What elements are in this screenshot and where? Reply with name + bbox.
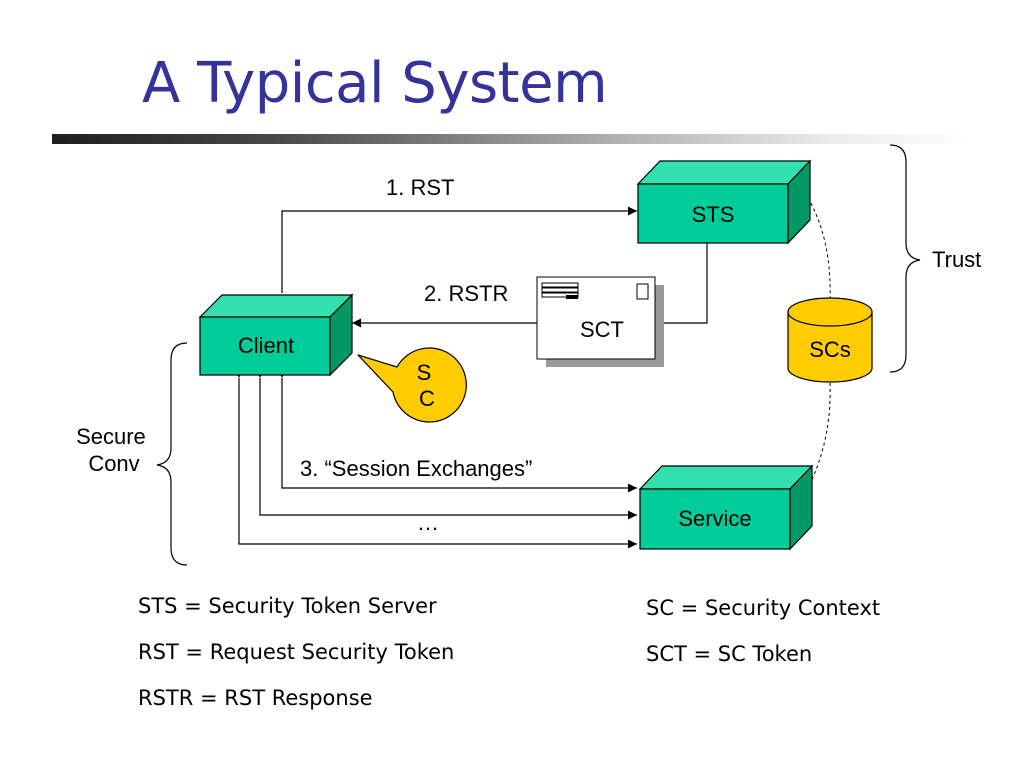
legend-sc: SC = Security Context — [646, 596, 881, 620]
sc-callout-line-1: S — [417, 360, 432, 385]
client-box: Client — [198, 293, 354, 377]
rstr-arrow — [352, 243, 708, 328]
scs-label: SCs — [809, 337, 851, 362]
sc-callout: S C — [357, 347, 467, 423]
page-title: A Typical System — [142, 51, 608, 116]
title-divider — [52, 134, 972, 144]
sts-scs-dashed-link — [807, 197, 831, 301]
envelope-stamp-icon — [636, 283, 649, 300]
legend-rstr: RSTR = RST Response — [138, 686, 373, 710]
legend-sts: STS = Security Token Server — [138, 594, 437, 618]
sts-box: STS — [636, 159, 812, 245]
secure-conv-line-2: Conv — [88, 451, 139, 476]
secure-conv-label: Secure Conv — [76, 424, 152, 476]
service-label: Service — [678, 506, 751, 531]
client-label: Client — [238, 333, 294, 358]
scs-cylinder: SCs — [787, 297, 873, 383]
sc-callout-label: S C — [417, 360, 438, 411]
legend-sct: SCT = SC Token — [646, 642, 813, 666]
secure-conv-brace — [156, 342, 188, 566]
trust-label: Trust — [932, 247, 981, 272]
session-arrow-3 — [234, 369, 637, 549]
sts-label: STS — [692, 202, 735, 227]
rst-label: 1. RST — [386, 175, 454, 200]
ellipsis-label: … — [417, 510, 439, 535]
rstr-label: 2. RSTR — [424, 281, 508, 306]
envelope-address-lines — [541, 282, 579, 299]
service-box: Service — [638, 464, 814, 551]
secure-conv-line-1: Secure — [76, 424, 146, 449]
scs-service-dashed-link — [807, 382, 831, 489]
rst-arrow — [281, 206, 637, 293]
sc-callout-line-2: C — [419, 386, 435, 411]
sct-label: SCT — [580, 317, 624, 342]
trust-brace — [889, 144, 921, 373]
sct-envelope: SCT — [536, 276, 664, 367]
session-label: 3. “Session Exchanges” — [300, 456, 532, 481]
legend-rst: RST = Request Security Token — [138, 640, 455, 664]
